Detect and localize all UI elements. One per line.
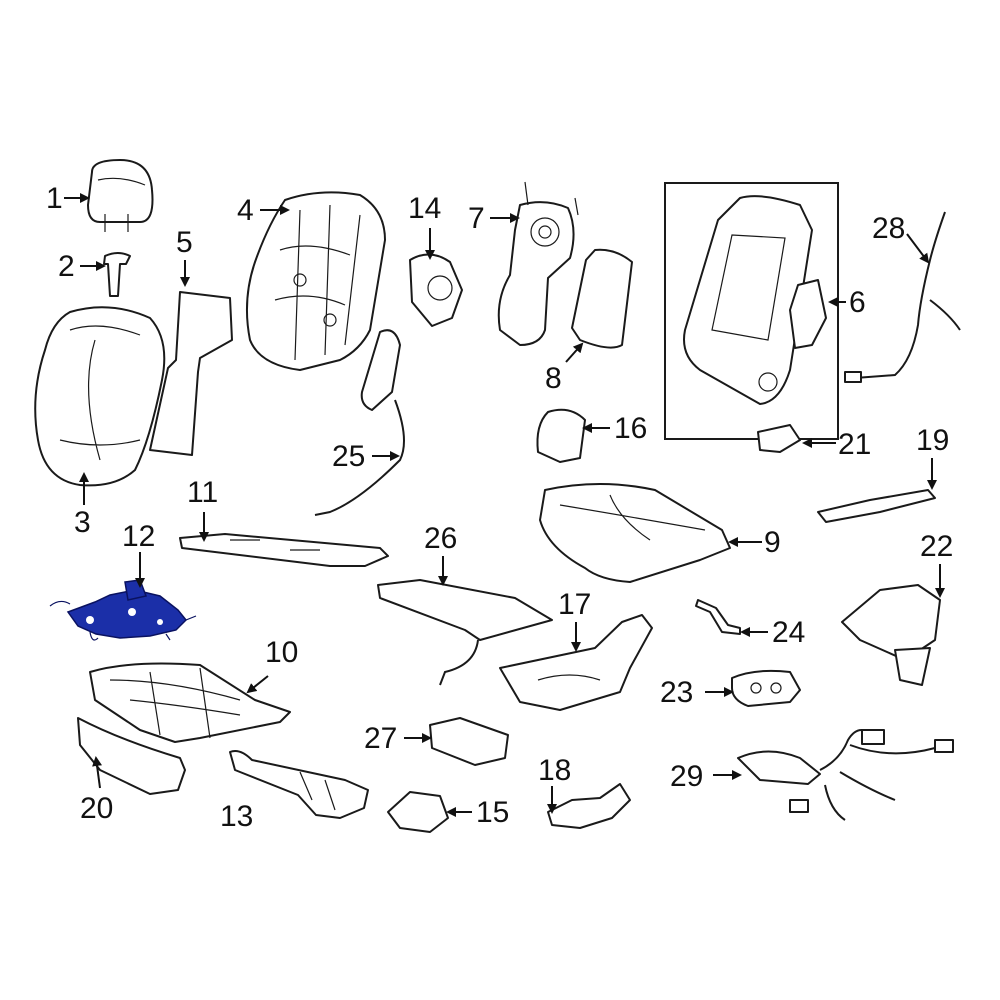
part-cushion-mat-heater[interactable] (377, 579, 553, 686)
part-cushion-pad[interactable] (539, 483, 731, 583)
callout-18: 18 (538, 754, 571, 787)
part-seat-harness-28[interactable] (844, 211, 961, 383)
part-side-airbag[interactable] (314, 329, 405, 516)
callout-20: 20 (80, 792, 113, 825)
callout-19: 19 (916, 424, 949, 457)
callout-13: 13 (220, 800, 253, 833)
callout-3: 3 (74, 506, 91, 539)
part-headrest-guide[interactable] (103, 252, 131, 297)
callout-28: 28 (872, 212, 905, 245)
part-cushion-frame[interactable] (89, 662, 291, 743)
part-back-insulator[interactable] (149, 291, 233, 456)
part-control-module[interactable] (429, 717, 509, 766)
part-seat-motor-harness-highlighted[interactable] (49, 579, 197, 641)
part-headrest[interactable] (87, 159, 154, 232)
part-power-seat-switch[interactable] (731, 669, 801, 707)
part-seatback-cover[interactable] (34, 306, 166, 487)
part-main-harness-29[interactable] (737, 729, 954, 821)
callout-2: 2 (58, 250, 75, 283)
callout-23: 23 (660, 676, 693, 709)
part-switch-bracket[interactable] (547, 783, 631, 829)
callout-14: 14 (408, 192, 441, 225)
part-small-bracket[interactable] (695, 599, 741, 635)
part-front-cover[interactable] (77, 717, 186, 795)
part-recliner-bracket[interactable] (497, 181, 579, 346)
callout-10: 10 (265, 636, 298, 669)
part-seatback-frame[interactable] (664, 182, 839, 440)
callout-11: 11 (187, 476, 218, 509)
callout-12: 12 (122, 520, 155, 553)
part-cushion-mat[interactable] (179, 533, 389, 567)
part-seatback-pad[interactable] (246, 191, 386, 371)
callout-15: 15 (476, 796, 509, 829)
part-recliner-motor[interactable] (409, 253, 463, 327)
callout-4: 4 (237, 194, 254, 227)
callout-21: 21 (838, 428, 871, 461)
callout-26: 26 (424, 522, 457, 555)
part-side-shield[interactable] (499, 614, 653, 711)
part-connector[interactable] (757, 424, 801, 453)
part-rail-bracket[interactable] (229, 750, 369, 819)
callout-25: 25 (332, 440, 365, 473)
callout-22: 22 (920, 530, 953, 563)
callout-29: 29 (670, 760, 703, 793)
callout-1: 1 (46, 182, 63, 215)
callout-27: 27 (364, 722, 397, 755)
callout-7: 7 (468, 202, 485, 235)
callout-16: 16 (614, 412, 647, 445)
callout-24: 24 (772, 616, 805, 649)
part-lumbar-unit[interactable] (387, 791, 449, 833)
callout-8: 8 (545, 362, 562, 395)
callout-17: 17 (558, 588, 591, 621)
callout-5: 5 (176, 226, 193, 259)
callout-9: 9 (764, 526, 781, 559)
callout-6: 6 (849, 286, 866, 319)
part-side-pad-panel[interactable] (571, 248, 633, 349)
part-harness-clip[interactable] (817, 489, 936, 523)
part-outer-shield[interactable] (841, 584, 941, 686)
part-side-cover[interactable] (536, 408, 586, 463)
